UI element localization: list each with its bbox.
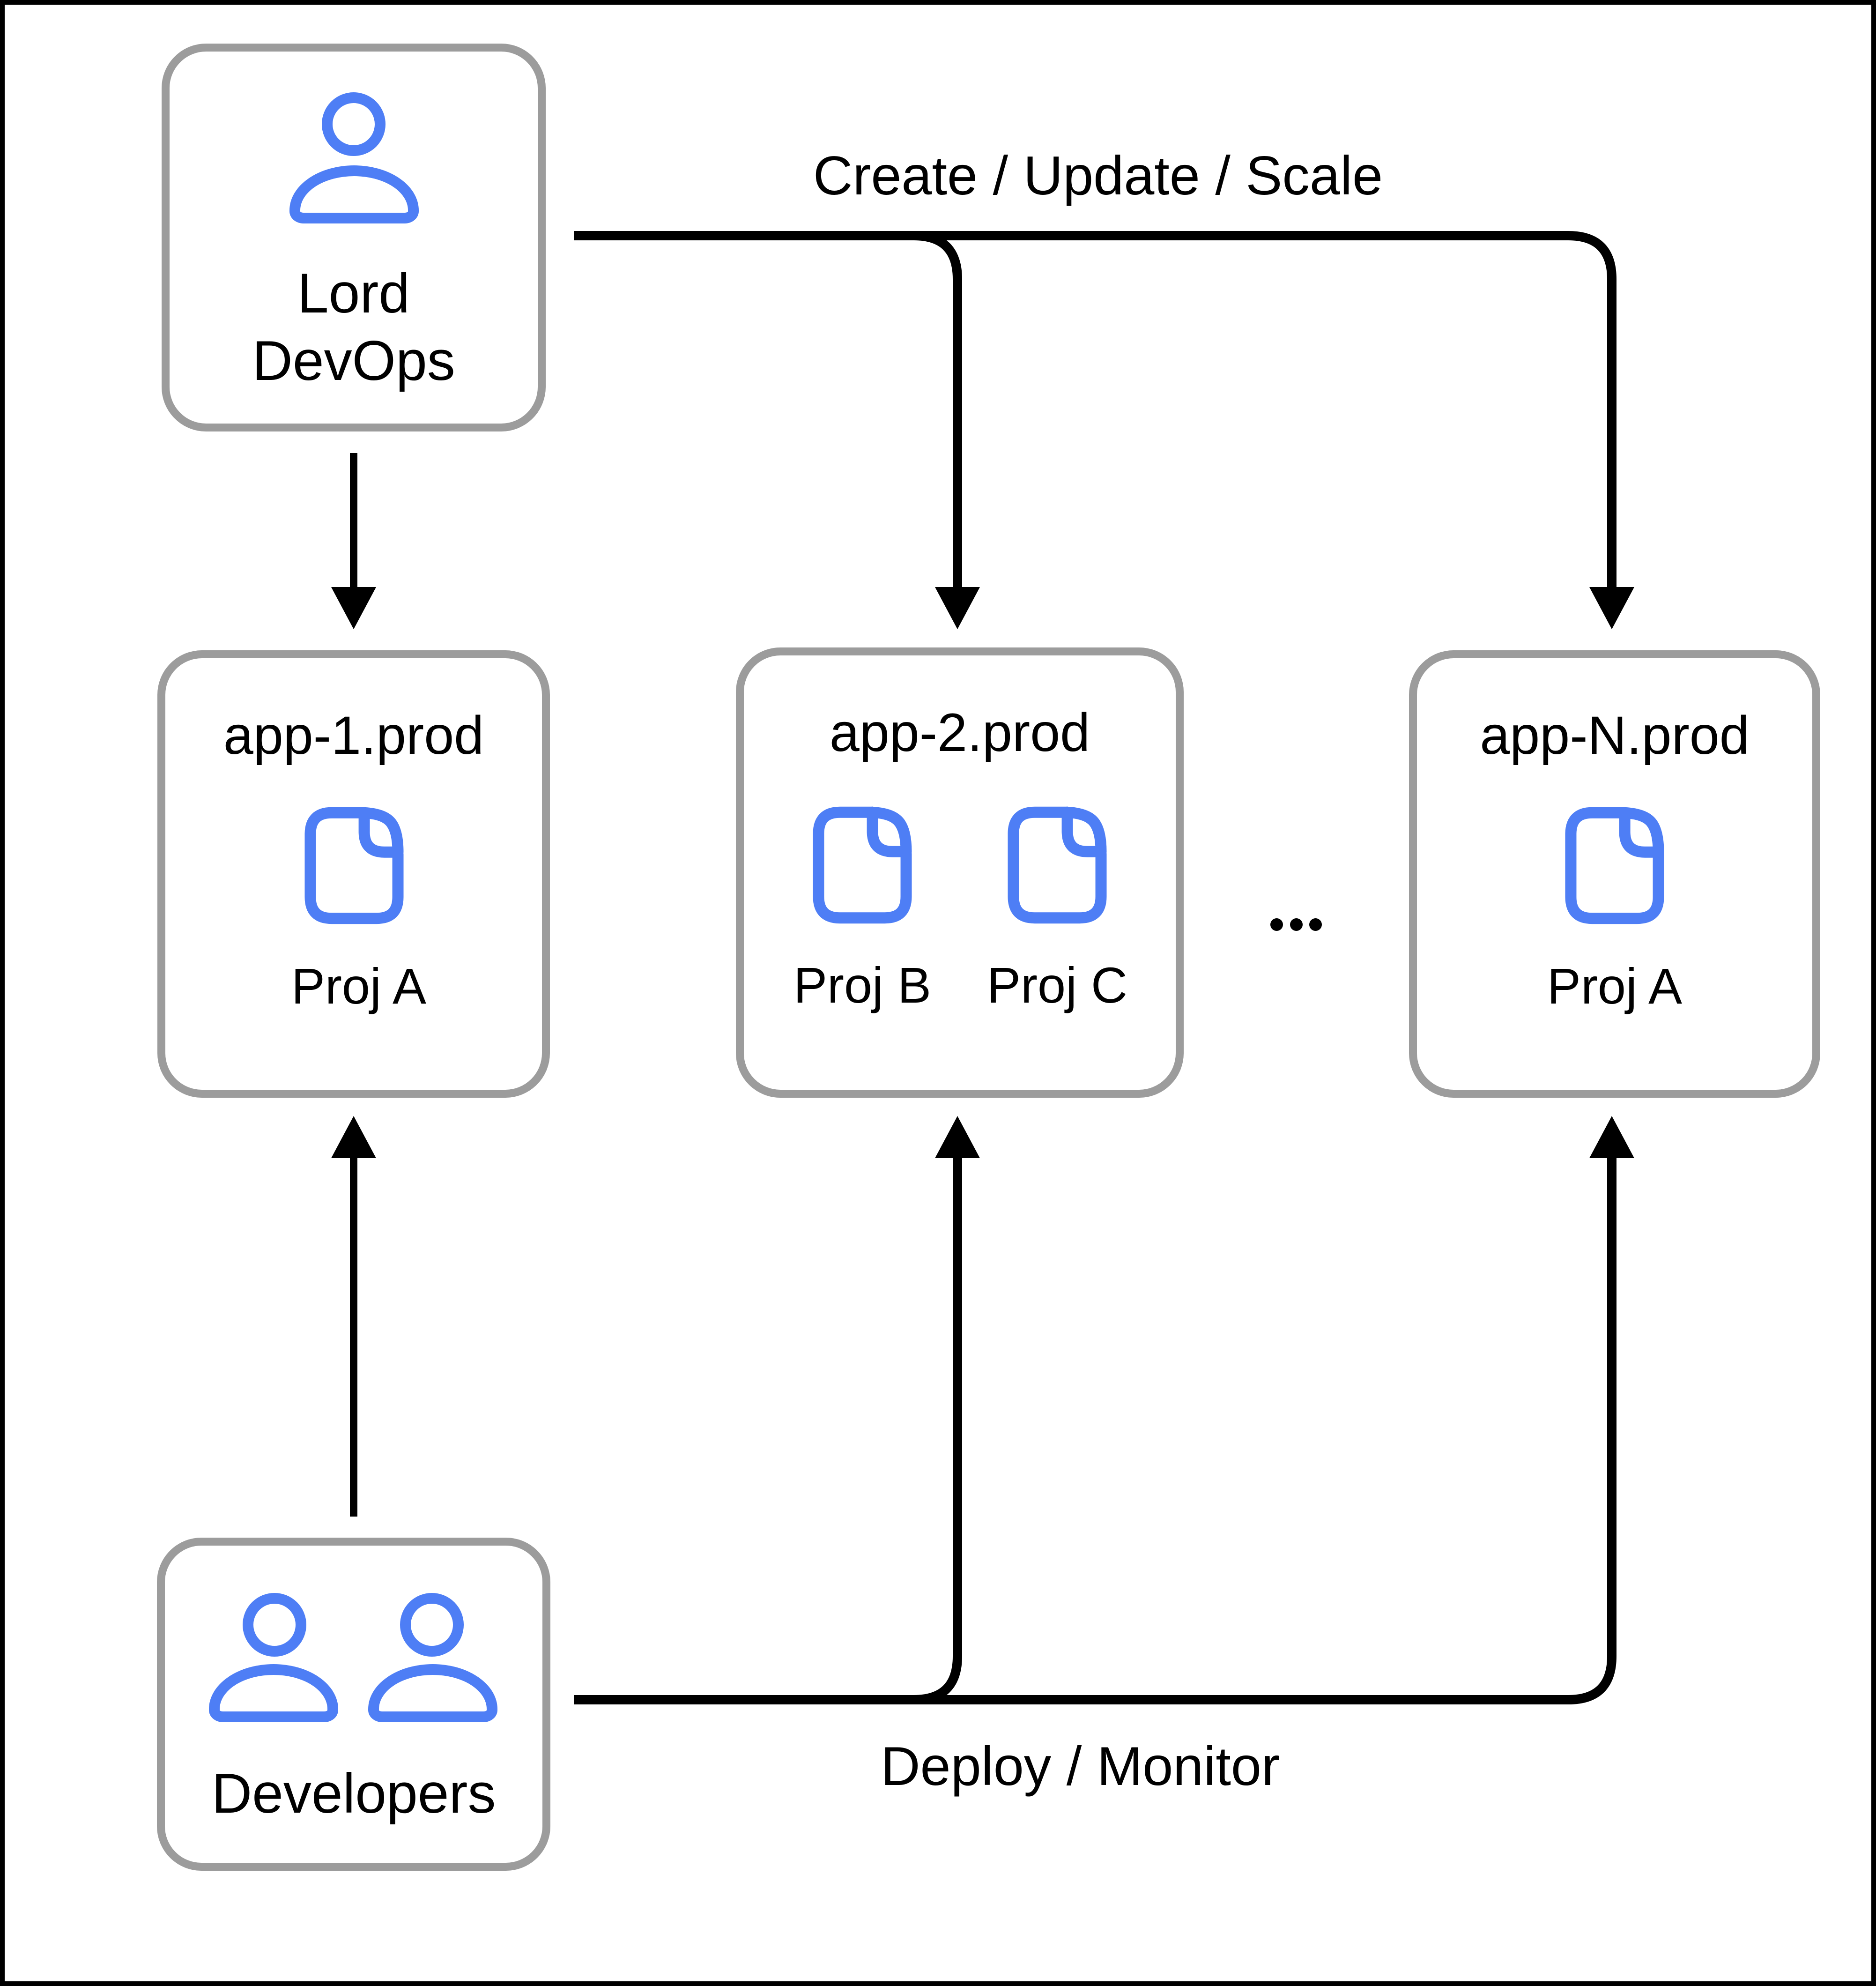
edge-deploy-monitor — [574, 1116, 1634, 1704]
people-icon-body — [209, 1664, 338, 1722]
document-icon — [813, 806, 912, 924]
app-1-project-label: Proj A — [291, 958, 427, 1014]
lord-devops-label-line1: Lord — [297, 262, 410, 325]
node-app-1: app-1.prod Proj A — [157, 650, 550, 1098]
ellipsis-dot — [1309, 918, 1322, 931]
edge-label-create-update-scale: Create / Update / Scale — [813, 145, 1383, 206]
app-1-title: app-1.prod — [223, 706, 484, 766]
people-icon-body — [368, 1664, 497, 1722]
document-icon — [1565, 807, 1664, 924]
document-icon — [304, 807, 404, 924]
people-icon — [243, 1593, 306, 1657]
edge-lorddevops-app1 — [331, 453, 376, 629]
person-icon-body — [289, 165, 419, 223]
edge-create-update-scale — [574, 231, 1634, 629]
people-icon — [400, 1593, 464, 1657]
lord-devops-label: Lord DevOps — [170, 260, 538, 394]
app-2-project-label-b: Proj B — [793, 957, 932, 1013]
developers-label: Developers — [211, 1762, 496, 1825]
app-2-title: app-2.prod — [829, 703, 1090, 763]
node-lord-devops: Lord DevOps — [162, 44, 546, 431]
node-app-n: app-N.prod Proj A — [1409, 650, 1820, 1098]
ellipsis-dot — [1270, 918, 1283, 931]
more-apps-ellipsis — [1270, 917, 1322, 931]
app-2-project-label-c: Proj C — [986, 957, 1128, 1013]
person-icon — [322, 92, 386, 156]
node-app-2: app-2.prod Proj B Proj C — [736, 647, 1184, 1098]
document-icon — [1008, 806, 1107, 924]
ellipsis-dot — [1290, 918, 1303, 931]
node-developers: Developers — [157, 1538, 550, 1871]
lord-devops-label-line2: DevOps — [252, 329, 455, 392]
edge-developers-app1 — [331, 1116, 376, 1517]
app-n-title: app-N.prod — [1480, 706, 1750, 766]
app-n-project-label: Proj A — [1547, 958, 1683, 1014]
edge-label-deploy-monitor: Deploy / Monitor — [881, 1735, 1280, 1797]
